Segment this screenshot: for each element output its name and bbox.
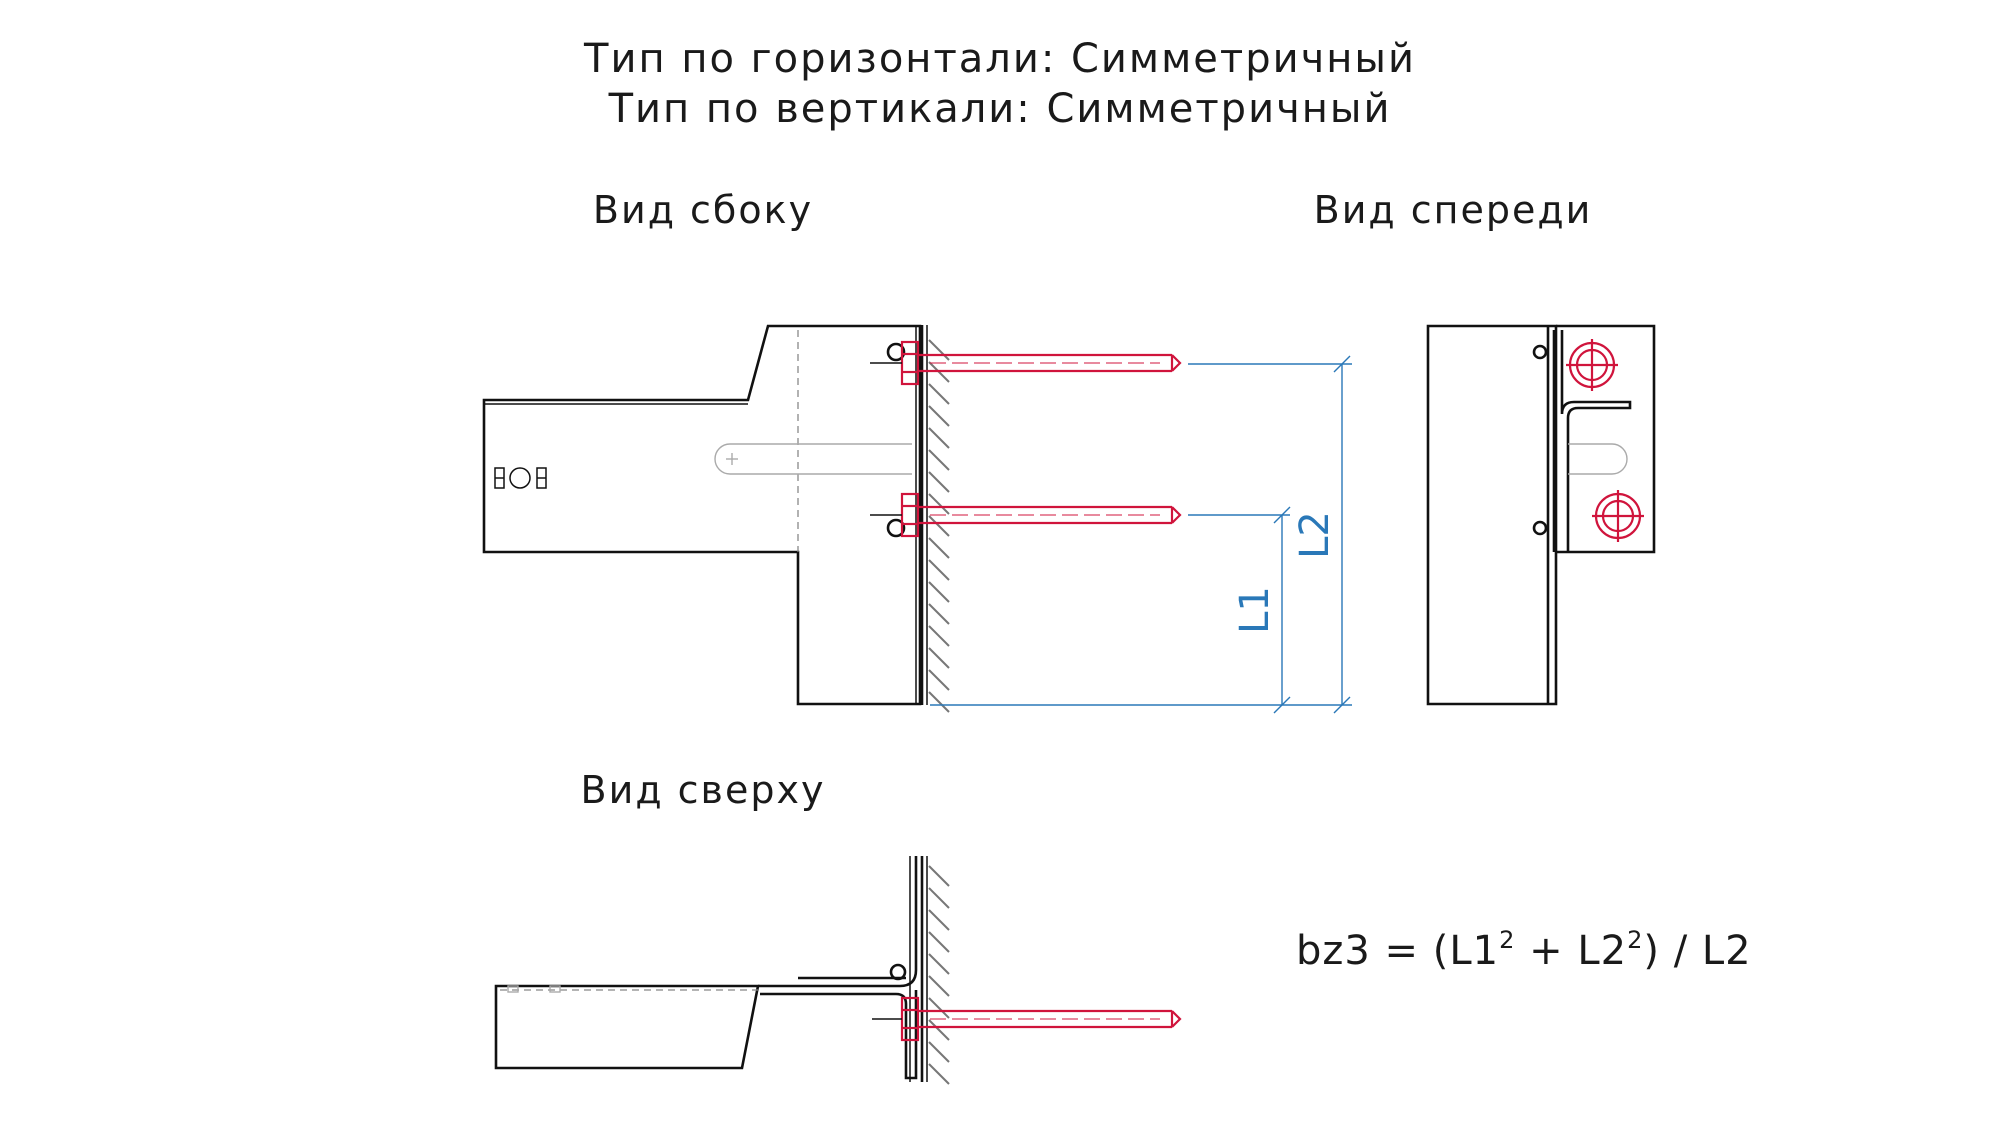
screw-head-icon xyxy=(1566,339,1618,391)
top-slot-mark xyxy=(507,985,519,993)
top-screw xyxy=(900,996,1182,1042)
top-view xyxy=(494,856,1182,1085)
view-label-side: Вид сбоку xyxy=(593,188,813,232)
front-flange-outline xyxy=(1556,324,1656,554)
side-upper-screw xyxy=(900,340,1182,386)
rivet-icon xyxy=(886,518,906,538)
top-bracket-outline xyxy=(494,984,760,1070)
formula-mid: + L2 xyxy=(1515,928,1627,974)
top-wall-hatch xyxy=(928,865,950,1085)
side-bracket-outline xyxy=(482,324,922,706)
formula-sup1: 2 xyxy=(1499,926,1515,954)
formula: bz3 = (L12 + L22) / L2 xyxy=(1296,926,1752,974)
formula-lhs: bz3 = (L1 xyxy=(1296,928,1499,974)
profile-marker-icon xyxy=(494,467,547,489)
formula-rhs: ) / L2 xyxy=(1643,928,1751,974)
rivet-icon xyxy=(886,342,906,362)
front-angle-profile xyxy=(1552,330,1632,552)
front-slot-ghost xyxy=(1568,443,1628,475)
rivet-icon xyxy=(1532,344,1548,360)
dimension-label-l2: L2 xyxy=(1292,511,1338,559)
side-slot-ghost xyxy=(714,443,912,475)
screw-head-icon xyxy=(1592,490,1644,542)
front-body-outline xyxy=(1426,324,1558,706)
side-wall-hatch xyxy=(928,339,950,713)
dimension-label-l1: L1 xyxy=(1232,586,1278,634)
rivet-icon xyxy=(889,963,907,981)
top-slot-mark xyxy=(549,985,561,993)
view-label-front: Вид спереди xyxy=(1314,188,1593,232)
side-view: L1 L2 xyxy=(482,324,1352,714)
view-label-top: Вид сверху xyxy=(581,768,826,812)
side-lower-screw xyxy=(900,492,1182,538)
rivet-icon xyxy=(1532,520,1548,536)
header-horizontal-type: Тип по горизонтали: Симметричный xyxy=(583,36,1416,82)
front-view xyxy=(1426,324,1656,706)
plus-icon xyxy=(726,453,738,465)
dimension-lines xyxy=(930,355,1352,714)
header-vertical-type: Тип по вертикали: Симметричный xyxy=(608,86,1392,132)
formula-sup2: 2 xyxy=(1627,926,1643,954)
